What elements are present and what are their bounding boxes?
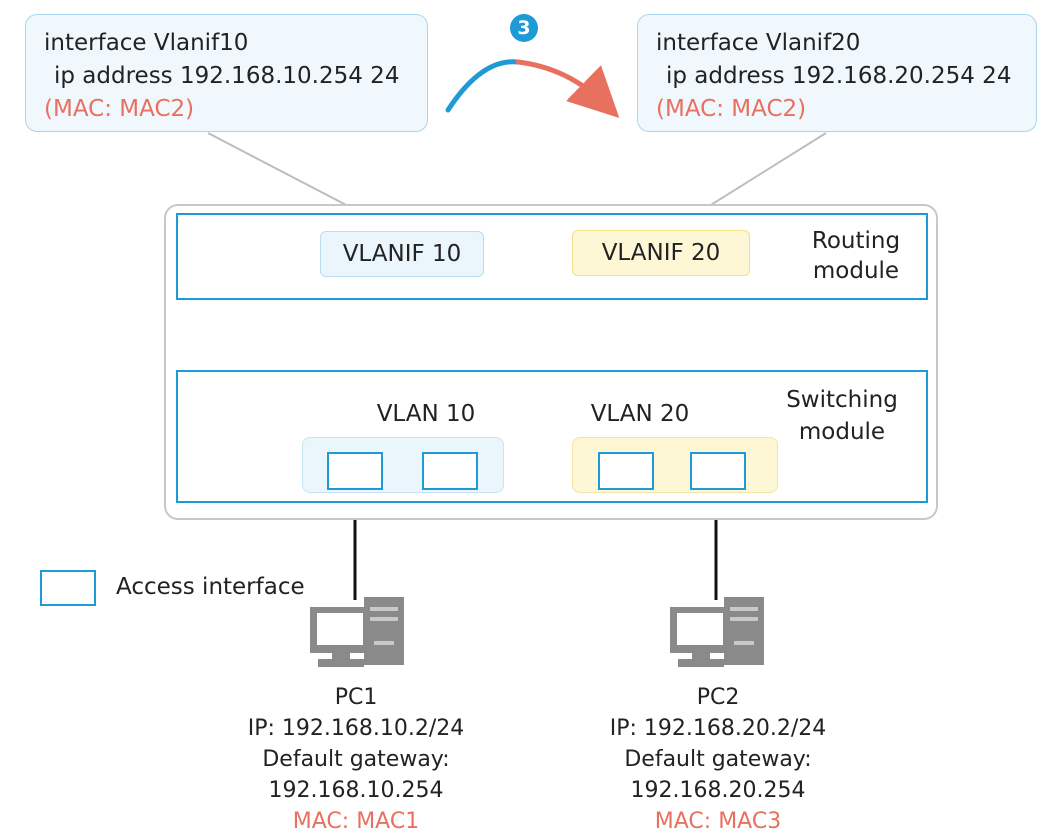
vlan10-label: VLAN 10: [376, 401, 476, 427]
pc2-gateway: 192.168.20.254: [630, 778, 806, 803]
switch-chassis: [164, 204, 938, 520]
step3-arc-blue: [445, 59, 521, 113]
vlan10-access-port-1: [327, 452, 383, 490]
vlanif10-config-callout: interface Vlanif10 ip address 192.168.10…: [25, 14, 428, 132]
legend-access-interface-swatch: [40, 570, 96, 606]
vlanif10-interface: VLANIF 10: [320, 231, 484, 277]
pc1-info: PC1 IP: 192.168.10.2/24 Default gateway:…: [206, 682, 506, 837]
vlanif20-config-callout: interface Vlanif20 ip address 192.168.20…: [637, 14, 1037, 132]
vlan10-access-port-2: [422, 452, 478, 490]
callout-line-mac: (MAC: MAC2): [656, 96, 807, 122]
pc1-computer-icon: [310, 597, 404, 667]
callout-line-mac: (MAC: MAC2): [44, 96, 195, 122]
pc1-gateway: 192.168.10.254: [268, 778, 444, 803]
switching-label-line1: Switching: [786, 387, 898, 413]
pc2-name: PC2: [696, 685, 740, 710]
callout-line-ip: ip address 192.168.20.254 24: [666, 63, 1012, 89]
callout-line-ip: ip address 192.168.10.254 24: [54, 63, 400, 89]
pc2-gateway-label: Default gateway:: [624, 747, 812, 772]
pc2-computer-icon: [670, 597, 764, 667]
pc1-gateway-label: Default gateway:: [262, 747, 450, 772]
pc2-mac: MAC: MAC3: [654, 809, 782, 834]
routing-label-line1: Routing: [811, 228, 901, 254]
step3-arc-red: [515, 59, 620, 118]
pc2-info: PC2 IP: 192.168.20.2/24 Default gateway:…: [568, 682, 868, 837]
step-3-badge: 3: [510, 14, 538, 42]
switching-module-label: Switching module: [762, 384, 922, 448]
pc2-ip: IP: 192.168.20.2/24: [609, 716, 827, 741]
callout-line-interface: interface Vlanif10: [44, 30, 249, 56]
routing-module: [176, 213, 928, 300]
routing-module-label: Routing module: [776, 226, 936, 286]
vlan20-access-port-1: [598, 452, 654, 490]
routing-label-line2: module: [812, 258, 900, 284]
vlan20-label: VLAN 20: [590, 401, 690, 427]
legend-access-interface-label: Access interface: [116, 574, 305, 600]
callout-line-interface: interface Vlanif20: [656, 30, 861, 56]
vlanif20-interface: VLANIF 20: [572, 230, 750, 276]
switching-module: [176, 370, 928, 503]
vlan20-access-port-2: [690, 452, 746, 490]
switching-label-line2: module: [798, 419, 886, 445]
pc1-mac: MAC: MAC1: [292, 809, 420, 834]
pc1-name: PC1: [334, 685, 378, 710]
pc1-ip: IP: 192.168.10.2/24: [247, 716, 465, 741]
